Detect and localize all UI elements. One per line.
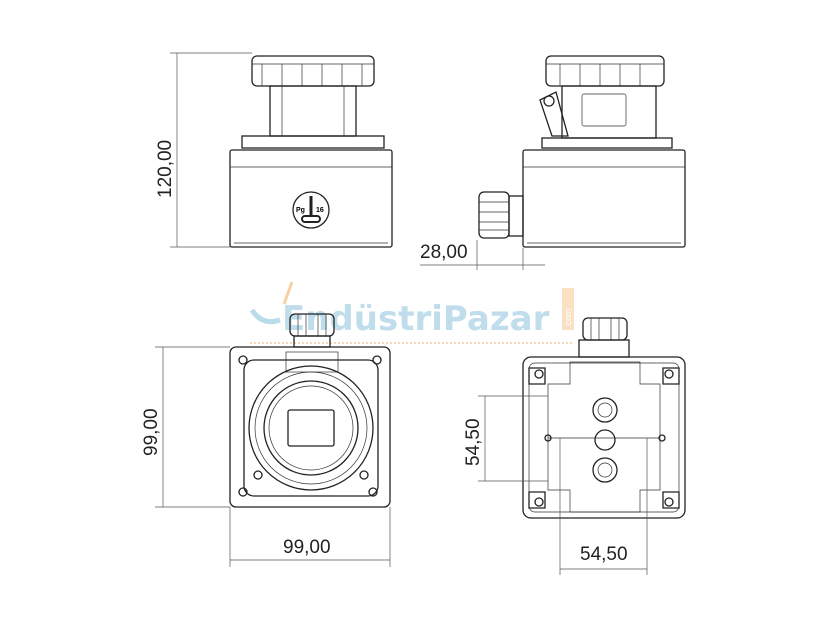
face-view bbox=[229, 313, 391, 508]
watermark-text: EndüstriPazar bbox=[282, 299, 550, 339]
dim-face-height: 99,00 bbox=[141, 408, 162, 456]
symbol-size: 16 bbox=[316, 207, 324, 214]
dim-hole-horizontal: 54,50 bbox=[580, 544, 628, 565]
front-view: Pg 16 bbox=[229, 55, 393, 248]
back-view bbox=[522, 317, 686, 519]
watermark-logo: EndüstriPazar .com bbox=[249, 281, 574, 344]
dim-gland-length: 28,00 bbox=[420, 242, 468, 263]
side-view bbox=[478, 55, 686, 248]
watermark-suffix: .com bbox=[563, 308, 573, 328]
dim-face-width: 99,00 bbox=[283, 537, 331, 558]
dim-hole-vertical: 54,50 bbox=[463, 418, 484, 466]
dim-front-height: 120,00 bbox=[155, 140, 176, 198]
dimension-lines bbox=[155, 52, 648, 575]
symbol-pg: Pg bbox=[296, 207, 305, 214]
